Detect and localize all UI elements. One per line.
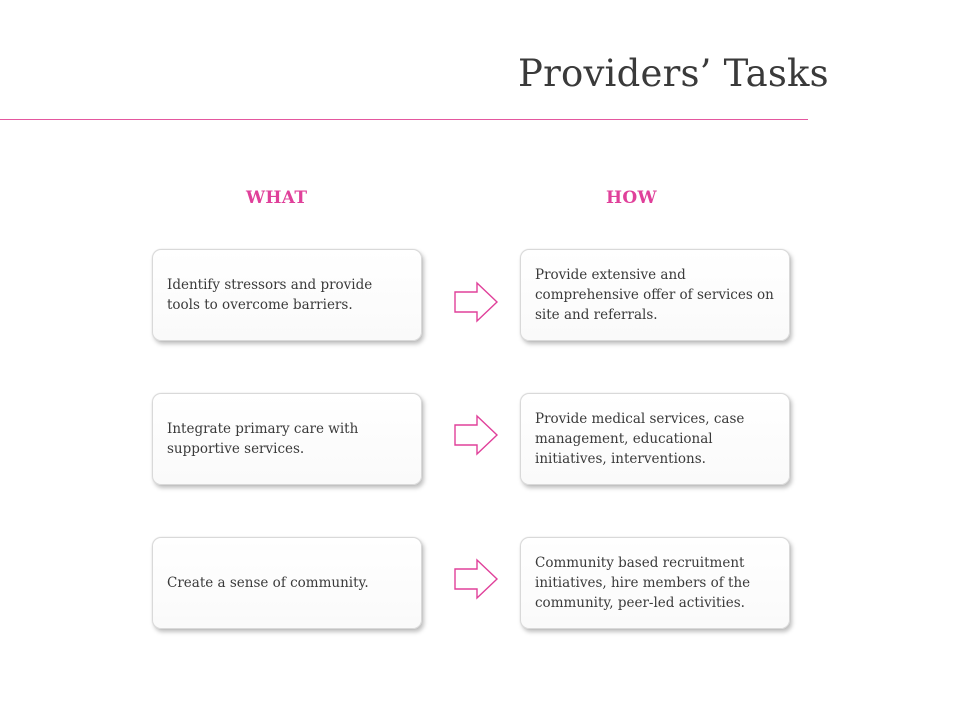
how-text-3: Community based recruitment initiatives,…: [535, 555, 751, 611]
what-text-3: Create a sense of community.: [167, 575, 369, 591]
how-column-header: HOW: [606, 188, 657, 208]
what-box-1: Identify stressors and provide tools to …: [152, 249, 422, 341]
how-text-1: Provide extensive and comprehensive offe…: [535, 267, 774, 323]
title-divider: [0, 119, 808, 120]
what-box-2: Integrate primary care with supportive s…: [152, 393, 422, 485]
right-arrow-icon: [454, 281, 499, 323]
how-box-1: Provide extensive and comprehensive offe…: [520, 249, 790, 341]
slide-title: Providers’ Tasks: [518, 52, 829, 95]
right-arrow-icon: [454, 414, 499, 456]
what-text-1: Identify stressors and provide tools to …: [167, 277, 373, 313]
what-box-3: Create a sense of community.: [152, 537, 422, 629]
how-text-2: Provide medical services, case managemen…: [535, 411, 745, 467]
what-column-header: WHAT: [246, 188, 308, 208]
what-text-2: Integrate primary care with supportive s…: [167, 421, 359, 457]
right-arrow-icon: [454, 558, 499, 600]
how-box-2: Provide medical services, case managemen…: [520, 393, 790, 485]
how-box-3: Community based recruitment initiatives,…: [520, 537, 790, 629]
